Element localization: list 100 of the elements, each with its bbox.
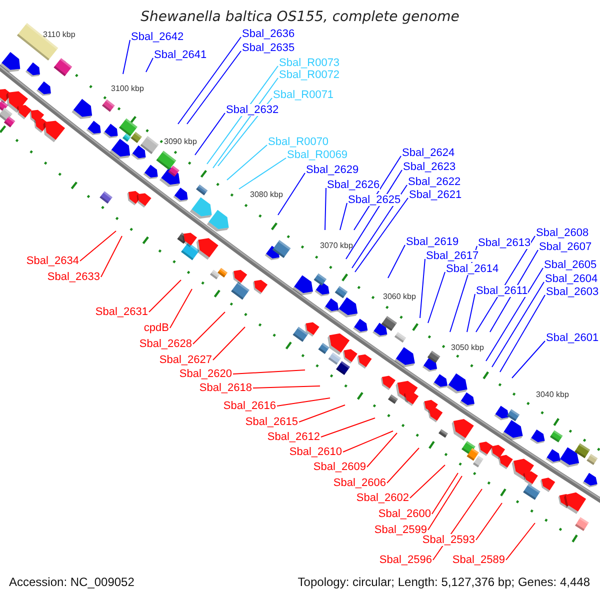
leader-line xyxy=(178,36,242,124)
position-label: 3100 kbp xyxy=(111,84,144,93)
gene-label: Sbal_2624 xyxy=(402,147,455,159)
accession-note: Accession: NC_009052 xyxy=(9,575,134,589)
gene-label: Sbal_2636 xyxy=(242,28,295,40)
leader-line xyxy=(512,340,546,378)
leader-line xyxy=(186,50,242,124)
leader-line xyxy=(420,258,426,318)
gene-label: Sbal_2620 xyxy=(179,368,232,380)
gene-label: Sbal_2631 xyxy=(95,306,148,318)
leader-line xyxy=(226,144,268,180)
leader-line xyxy=(146,58,154,72)
leader-line xyxy=(342,430,394,452)
gene-label: Sbal_2632 xyxy=(226,104,279,116)
leader-line xyxy=(320,418,376,438)
leader-line xyxy=(386,448,420,484)
leader-line xyxy=(252,386,320,388)
leader-line xyxy=(194,112,226,156)
gene-label: Sbal_2601 xyxy=(546,332,599,344)
gene-label: Sbal_2589 xyxy=(452,554,505,566)
gene-label: Sbal_2609 xyxy=(313,461,366,473)
gene-label: Sbal_2603 xyxy=(546,286,599,298)
gene-label: Sbal_2615 xyxy=(245,416,298,428)
gene-label: Sbal_R0069 xyxy=(287,149,348,161)
gene-label: Sbal_2593 xyxy=(422,534,475,546)
leader-line xyxy=(432,472,458,514)
gene-label: Sbal_2625 xyxy=(348,194,401,206)
gene-label: Sbal_2617 xyxy=(426,250,479,262)
gene-label: Sbal_2606 xyxy=(333,477,386,489)
gene-label: Sbal_2605 xyxy=(544,259,597,271)
leader-line xyxy=(80,230,116,262)
gene-label: Sbal_2627 xyxy=(159,354,212,366)
leader-line xyxy=(122,40,130,74)
gene-label: Sbal_R0073 xyxy=(279,57,340,69)
gene-label: Sbal_2608 xyxy=(536,227,589,239)
leader-line xyxy=(340,202,348,230)
gene-label: Sbal_2621 xyxy=(409,189,462,201)
leader-line xyxy=(206,66,278,164)
gene-label: Sbal_2612 xyxy=(267,431,320,443)
position-label: 3080 kbp xyxy=(250,190,283,199)
leader-line xyxy=(100,236,122,278)
gene-label: Sbal_R0071 xyxy=(273,89,334,101)
leader-line xyxy=(148,280,182,312)
gene-label: Sbal_2599 xyxy=(374,524,427,536)
leader-line xyxy=(238,158,286,190)
leader-line xyxy=(352,184,408,268)
gene-label: Sbal_2618 xyxy=(199,382,252,394)
gene-label: Sbal_2611 xyxy=(476,285,528,297)
leader-line xyxy=(276,398,330,406)
gene-label: Sbal_2596 xyxy=(379,554,432,566)
gene-label: Sbal_2607 xyxy=(539,241,592,253)
gene-label: cpdB xyxy=(144,322,169,334)
gene-label: Sbal_2614 xyxy=(446,263,499,275)
gene-label: Sbal_2602 xyxy=(356,492,409,504)
gene-label: Sbal_2623 xyxy=(403,161,456,173)
gene-label: Sbal_2633 xyxy=(47,271,100,283)
leader-line xyxy=(410,464,446,498)
leader-line xyxy=(428,476,462,530)
leader-line xyxy=(466,294,476,332)
position-label: 3060 kbp xyxy=(383,292,416,301)
leader-line xyxy=(388,244,406,278)
gene-label: Sbal_R0072 xyxy=(279,69,340,81)
leader-line xyxy=(212,326,246,360)
gene-label: Sbal_2628 xyxy=(139,338,192,350)
position-label: 3050 kbp xyxy=(451,343,484,352)
leader-line xyxy=(486,268,544,362)
gene-label: Sbal_2626 xyxy=(327,179,380,191)
genome-stats-note: Topology: circular; Length: 5,127,376 bp; Genes: 4,448 xyxy=(298,575,590,589)
gene-label: Sbal_2622 xyxy=(408,176,461,188)
gene-label: Sbal_2629 xyxy=(306,164,359,176)
leader-line xyxy=(170,288,192,328)
gene-label: Sbal_2635 xyxy=(242,42,295,54)
leader-line xyxy=(492,282,544,368)
position-label: 3110 kbp xyxy=(43,30,76,39)
gene-label: Sbal_2634 xyxy=(26,255,79,267)
leader-line xyxy=(346,170,402,260)
gene-label: Sbal_2641 xyxy=(154,49,207,61)
gene-label: Sbal_2642 xyxy=(131,31,184,43)
leader-line xyxy=(354,198,408,272)
gene-label: Sbal_2600 xyxy=(378,508,431,520)
leader-line xyxy=(506,522,536,560)
gene-label: Sbal_R0070 xyxy=(268,136,329,148)
gene-label: Sbal_2616 xyxy=(223,400,276,412)
leader-line xyxy=(192,312,226,344)
leader-line xyxy=(324,188,326,230)
leader-line xyxy=(278,172,306,216)
leader-line xyxy=(428,272,446,324)
map-title: Shewanella baltica OS155, complete genome xyxy=(140,9,460,25)
leader-line xyxy=(366,432,398,468)
leader-line xyxy=(476,502,502,540)
gene-label: Sbal_2613 xyxy=(478,237,531,249)
position-label: 3040 kbp xyxy=(536,390,569,399)
leader-line xyxy=(500,294,546,372)
position-label: 3090 kbp xyxy=(164,137,197,146)
gene-label: Sbal_2610 xyxy=(289,446,342,458)
position-label: 3070 kbp xyxy=(320,241,353,250)
gene-label: Sbal_2604 xyxy=(545,273,598,285)
gene-label: Sbal_2619 xyxy=(406,236,459,248)
leader-line xyxy=(298,404,346,422)
leader-line xyxy=(232,370,306,374)
